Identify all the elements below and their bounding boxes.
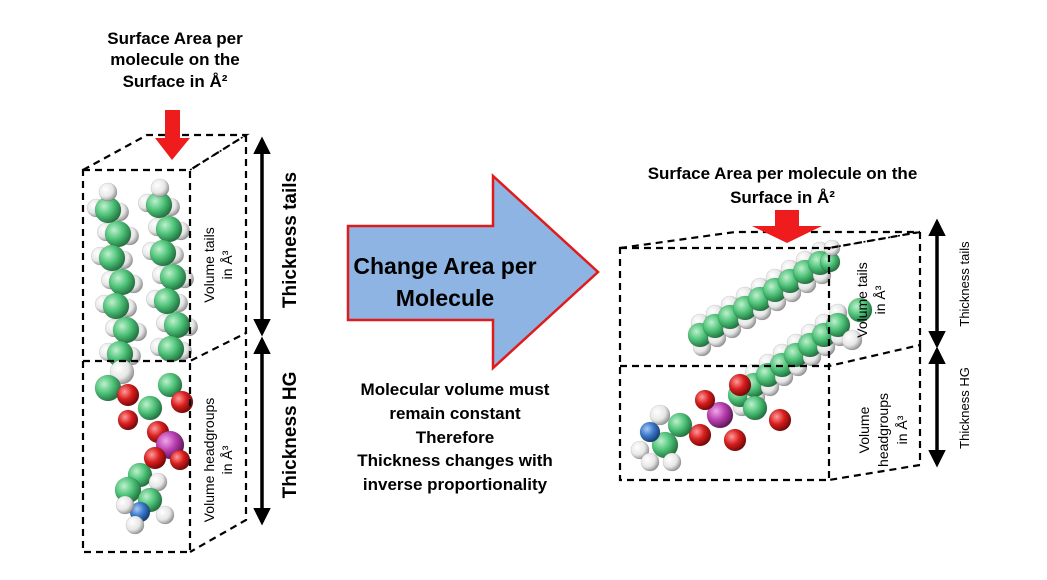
carbon-atom (159, 263, 187, 291)
carbon-atom (112, 316, 140, 344)
oxygen-atom (116, 383, 140, 407)
carbon-atom (149, 239, 177, 267)
left-volume-hg-label-2: in Å³ (219, 445, 235, 474)
oxygen-atom (768, 408, 792, 432)
hydrogen-atom (841, 329, 863, 351)
hydrogen-atom (150, 178, 170, 198)
hydrogen-atom (662, 452, 682, 472)
left-volume-tails-label-2: in Å³ (219, 250, 235, 279)
phosphorus-atom (706, 401, 734, 429)
left-surface-area-label: Surface Area per molecule on the Surface… (107, 29, 243, 91)
nitrogen-atom (639, 421, 661, 443)
oxygen-atom (143, 446, 167, 470)
left-box-back-edge (189, 134, 247, 171)
hydrogen-atom (98, 182, 118, 202)
carbon-atom (102, 292, 130, 320)
left-surface-arrow (155, 110, 190, 160)
hydrogen-atom (155, 505, 175, 525)
hydrogen-atom (125, 515, 145, 535)
carbon-atom (157, 335, 185, 363)
carbon-atom (153, 287, 181, 315)
right-volume-hg-label-1: Volume (856, 406, 872, 453)
oxygen-atom (170, 390, 194, 414)
left-thickness-tails-label: Thickness tails (280, 172, 301, 308)
right-lipid-molecule (630, 239, 873, 472)
carbon-atom (163, 311, 191, 339)
carbon-atom (847, 297, 873, 323)
oxygen-atom (117, 409, 139, 431)
oxygen-atom (688, 423, 712, 447)
carbon-atom (157, 372, 183, 398)
carbon-atom (155, 215, 183, 243)
hydrogen-atom (649, 404, 671, 426)
right-surface-area-label: Surface Area per molecule on the Surface… (647, 164, 918, 207)
right-volume-tails-label-2: in Å³ (872, 285, 888, 314)
center-explanation-note: Molecular volume must remain constant Th… (357, 380, 553, 495)
left-volume-tails-label-1: Volume tails (201, 227, 217, 302)
carbon-atom (108, 268, 136, 296)
right-surface-arrow (752, 210, 822, 243)
left-thickness-hg-label: Thickness HG (280, 372, 301, 499)
carbon-atom (742, 395, 768, 421)
carbon-atom (98, 244, 126, 272)
left-lipid-molecule (87, 178, 198, 535)
left-volume-box (81, 133, 250, 554)
oxygen-atom (723, 428, 747, 452)
hydrogen-atom (630, 440, 650, 460)
carbon-atom (667, 412, 693, 438)
hydrogen-atom (115, 495, 135, 515)
right-thickness-tails-label: Thickness tails (957, 241, 972, 327)
right-volume-hg-label-2: headgroups (875, 393, 891, 467)
hydrogen-atom (148, 472, 168, 492)
carbon-atom (825, 312, 851, 338)
hydrogen-atom (640, 452, 660, 472)
right-volume-box (618, 230, 922, 482)
oxygen-atom (694, 389, 716, 411)
carbon-atom (104, 220, 132, 248)
oxygen-atom (169, 449, 191, 471)
left-volume-hg-label-1: Volume headgroups (201, 398, 217, 523)
right-volume-hg-label-3: in Å³ (894, 415, 910, 444)
right-box-back-edge (828, 231, 921, 249)
change-area-arrow (346, 173, 600, 371)
oxygen-atom (728, 373, 752, 397)
right-volume-tails-label-1: Volume tails (854, 262, 870, 337)
change-area-arrow-label: Change Area per Molecule (353, 253, 537, 312)
right-thickness-hg-label: Thickness HG (957, 367, 972, 449)
carbon-atom (137, 395, 163, 421)
